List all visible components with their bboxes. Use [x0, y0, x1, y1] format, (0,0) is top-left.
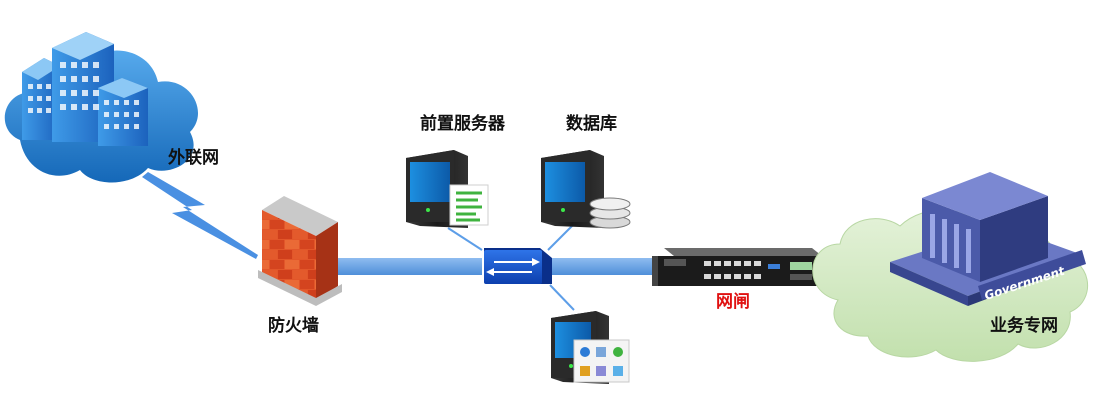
links: [142, 172, 658, 311]
internet-label: 外联网: [168, 148, 219, 168]
brick-wall-icon: [258, 196, 342, 306]
gatekeeper-label: 网闸: [716, 292, 750, 312]
switch-front-server-link: [447, 227, 483, 251]
switch-database-link: [547, 224, 574, 251]
server-tower-apps-icon: [551, 311, 630, 384]
lightning-link: [142, 172, 258, 259]
firewall-switch-link: [330, 258, 482, 275]
server-tower-database-icon: [541, 150, 631, 229]
database-label: 数据库: [566, 114, 617, 134]
network-switch-icon: [484, 248, 552, 284]
rack-appliance-icon: [652, 248, 822, 286]
switch-gatekeeper-link: [546, 258, 658, 275]
front-server-label: 前置服务器: [420, 114, 505, 134]
server-tower-document-icon: [406, 150, 489, 228]
office-buildings-cloud-icon: [4, 32, 199, 183]
switch-app-server-link: [549, 284, 575, 311]
government-building-cloud-icon: [812, 172, 1088, 362]
firewall-label: 防火墙: [268, 316, 319, 336]
private-network-label: 业务专网: [990, 316, 1058, 336]
